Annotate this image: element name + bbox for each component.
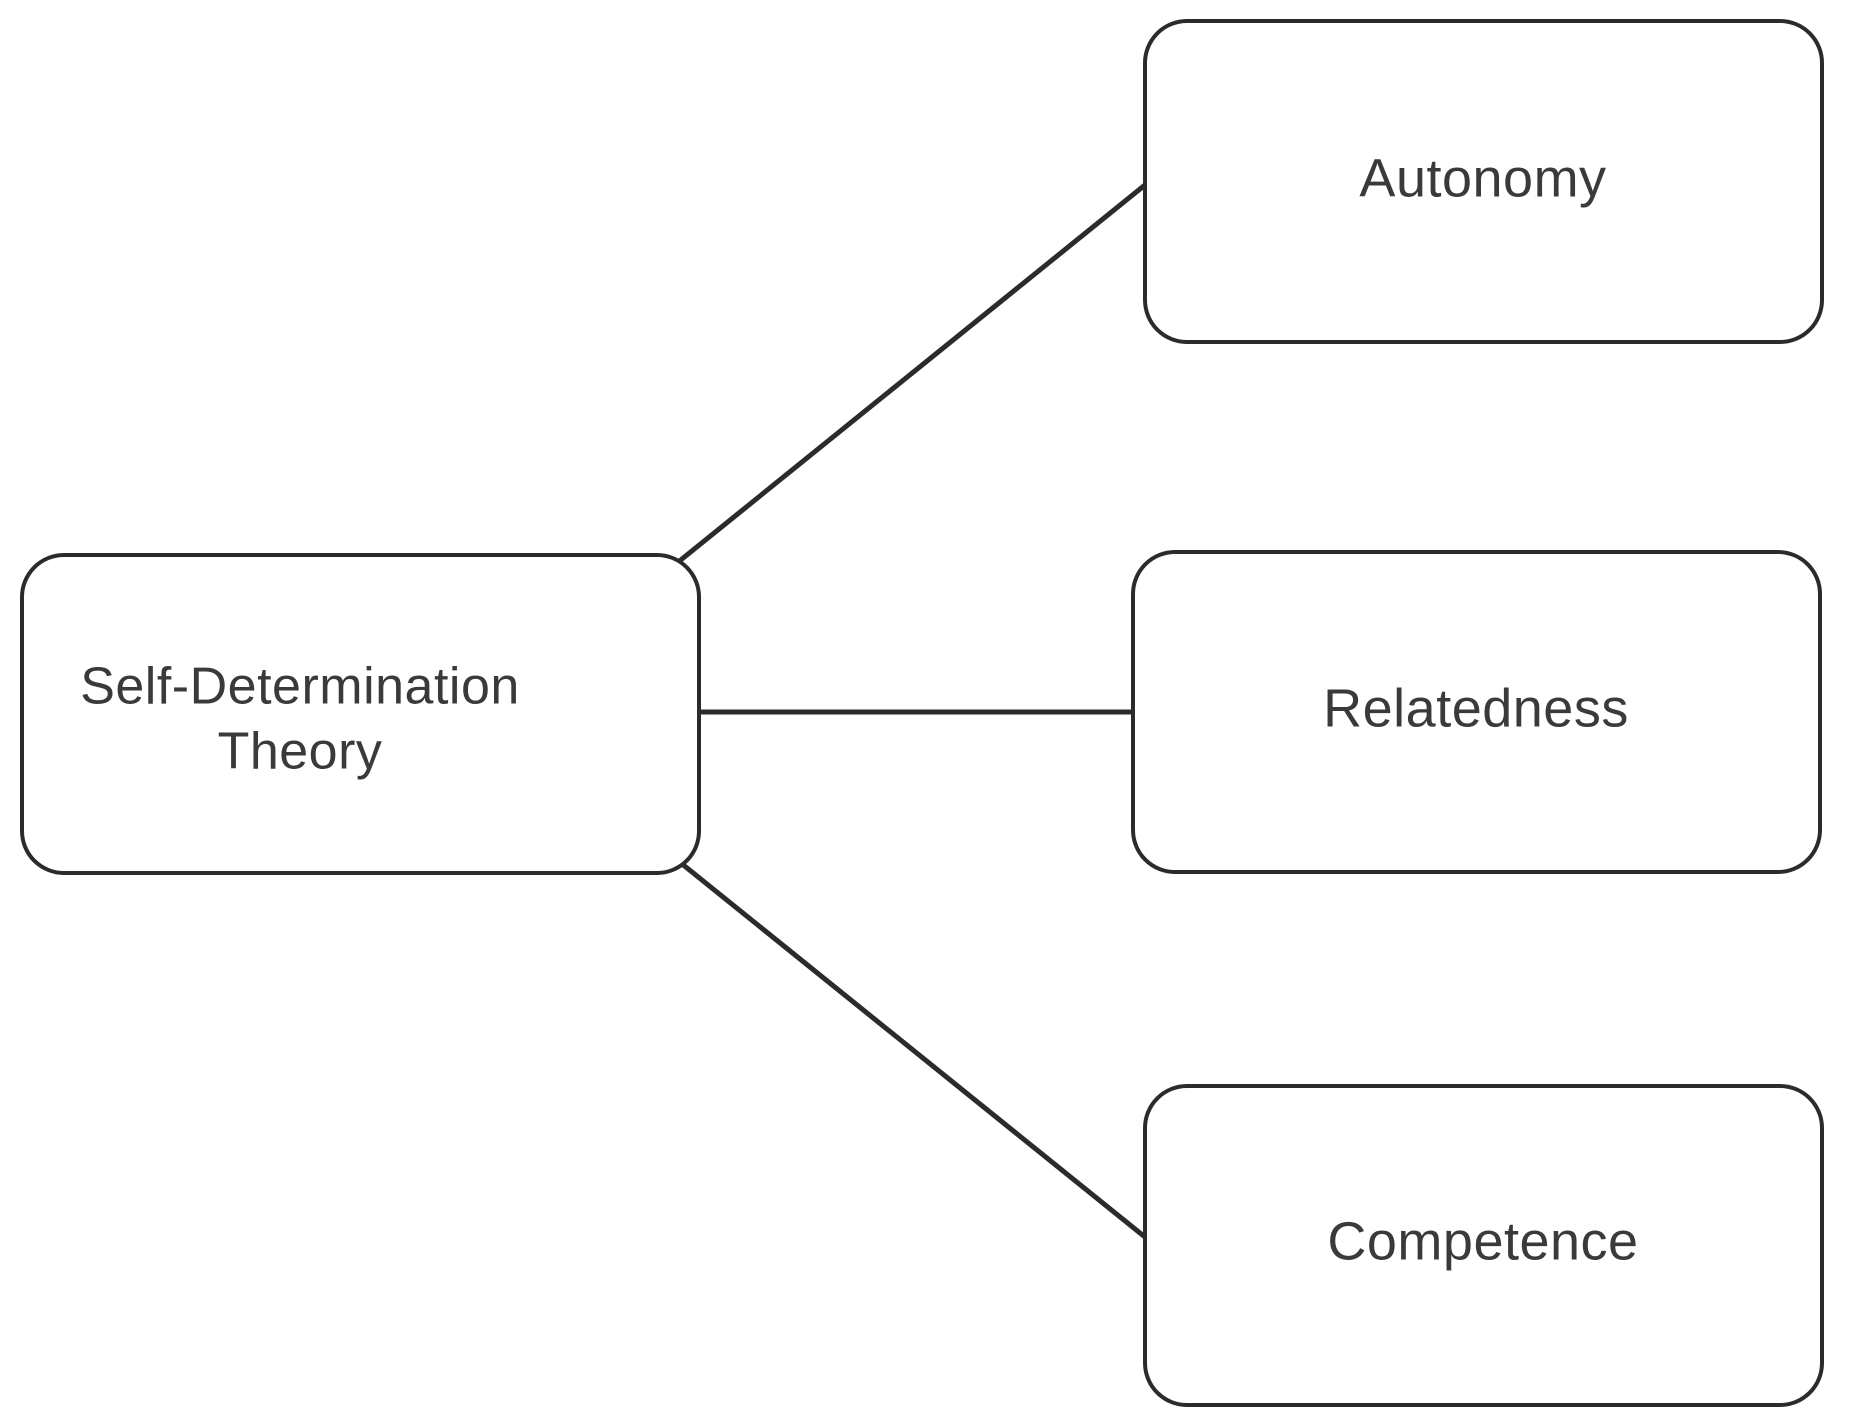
node-box-self-determination-theory xyxy=(20,553,701,875)
edge-line-autonomy xyxy=(623,183,1147,607)
node-autonomy[interactable]: Autonomy xyxy=(1143,19,1824,344)
node-box-autonomy xyxy=(1143,19,1824,344)
node-label-sdt-line2: Theory xyxy=(218,723,383,781)
node-label-sdt-line1: Self-Determination xyxy=(80,658,520,716)
node-self-determination-theory[interactable]: Self-Determination Theory xyxy=(20,553,701,875)
node-label-autonomy: Autonomy xyxy=(1359,148,1606,208)
node-label-relatedness: Relatedness xyxy=(1323,678,1629,738)
node-label-competence: Competence xyxy=(1327,1211,1638,1271)
node-relatedness[interactable]: Relatedness xyxy=(1131,550,1822,874)
node-box-competence xyxy=(1143,1084,1824,1407)
node-competence[interactable]: Competence xyxy=(1143,1084,1824,1407)
edge-relatedness-to-sdt[interactable] xyxy=(640,683,1133,741)
node-box-relatedness xyxy=(1131,550,1822,874)
edge-autonomy-to-sdt[interactable] xyxy=(606,183,1147,613)
edge-competence-to-sdt[interactable] xyxy=(606,810,1147,1239)
edge-line-competence xyxy=(623,816,1147,1239)
